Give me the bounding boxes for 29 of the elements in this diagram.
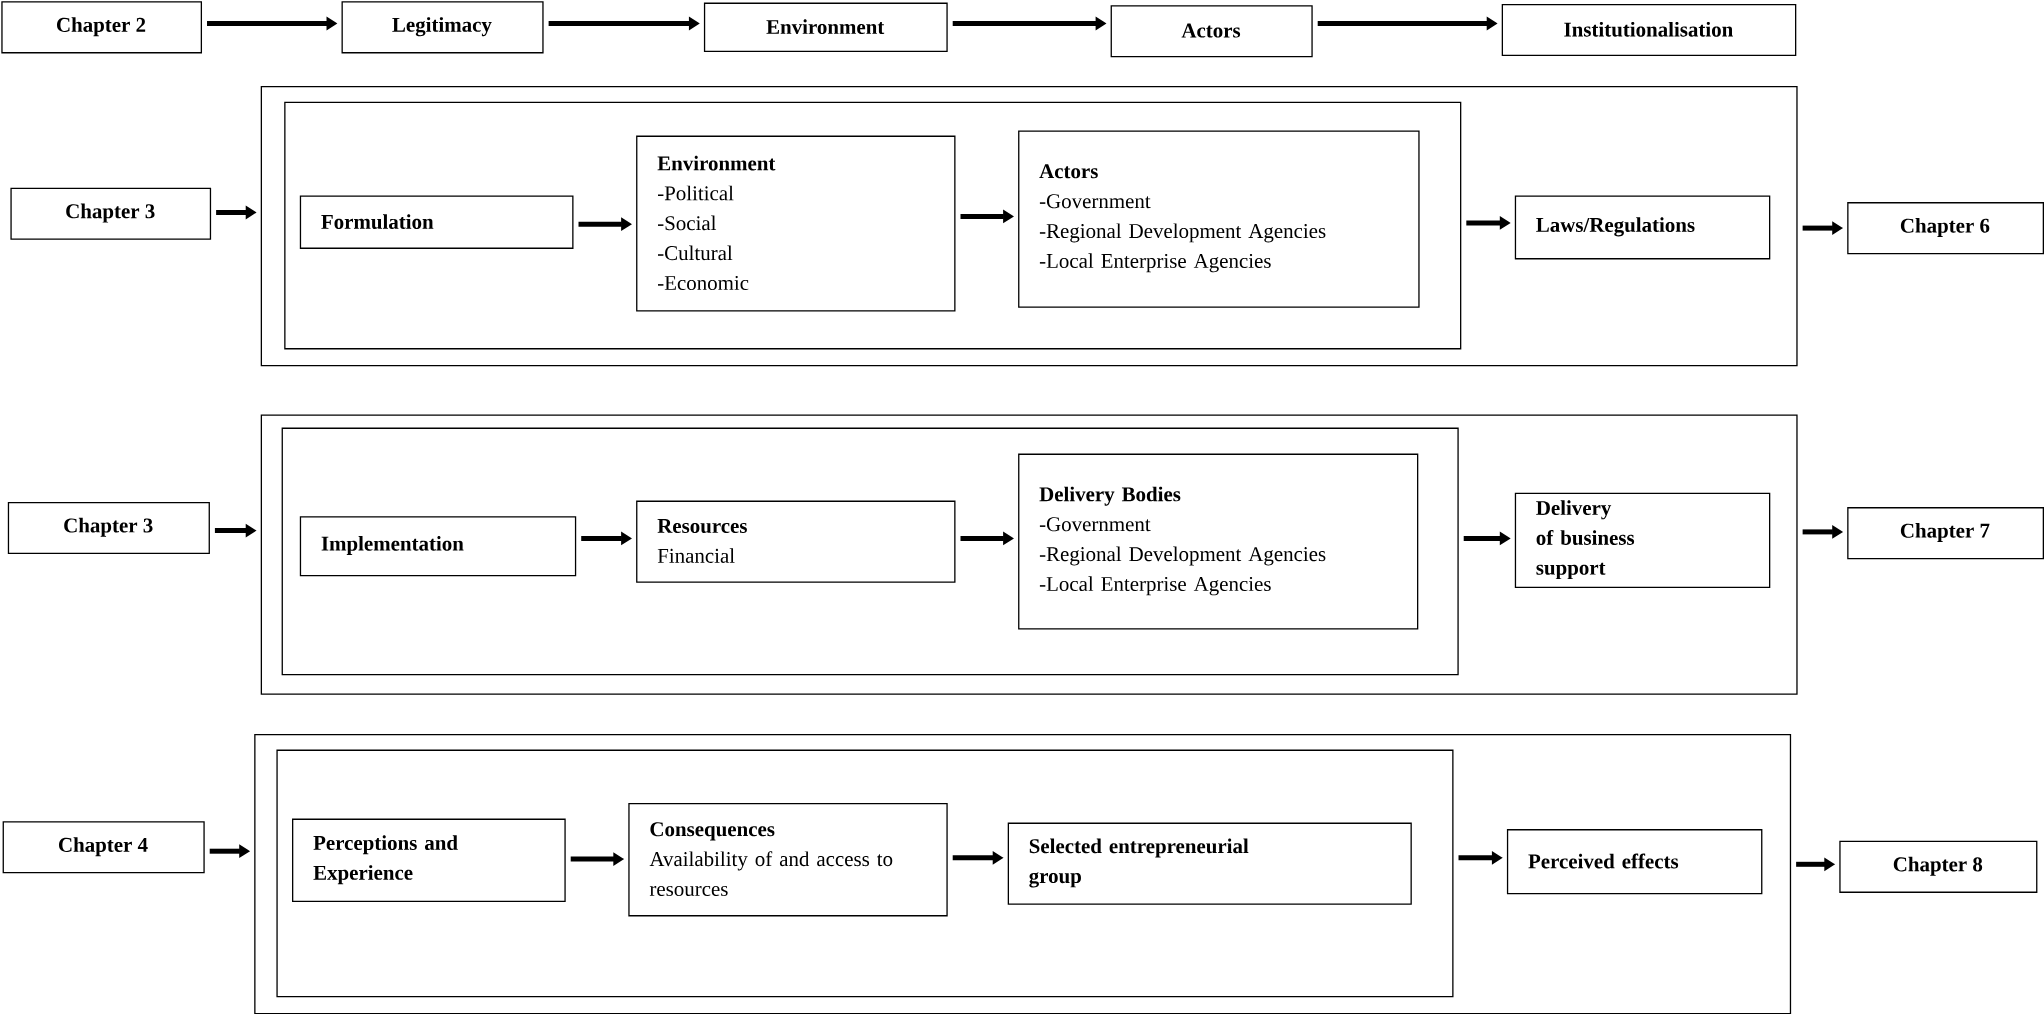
container-box (284, 101, 1462, 350)
container-box (276, 749, 1454, 998)
chapter-box: Chapter 3 (10, 187, 212, 240)
container-box (260, 86, 1798, 367)
process-box: Laws/Regulations (1514, 195, 1771, 260)
process-box: Implementation (299, 516, 577, 577)
container-box (254, 733, 1792, 1014)
process-box: Actors -Government -Regional Development Agencies -Local Enterprise Agencies (1018, 130, 1420, 308)
chapter-box: Chapter 7 (1847, 507, 2044, 560)
chapter-box: Legitimacy (341, 1, 544, 54)
chapter-box: Chapter 8 (1839, 840, 2038, 893)
process-box: Delivery of business support (1514, 492, 1771, 588)
process-box: Formulation (299, 195, 574, 249)
container-box (260, 414, 1798, 695)
process-box: Consequences Availability of and access to resources (628, 803, 948, 917)
process-box: Environment -Political -Social -Cultural -Economic (636, 135, 956, 312)
process-box: Perceived effects (1506, 829, 1763, 895)
process-box: Perceptions and Experience (292, 818, 566, 902)
chapter-box: Chapter 6 (1847, 202, 2044, 255)
chapter-box: Chapter 2 (1, 1, 202, 54)
chapter-box: Actors (1110, 5, 1313, 58)
process-box: Selected entrepreneurial group (1007, 822, 1412, 905)
chapter-box: Institutionalisation (1501, 3, 1797, 56)
container-box (281, 427, 1459, 676)
process-box: Delivery Bodies -Government -Regional Development Agencies -Local Enterprise Agencies (1018, 453, 1419, 630)
chapter-box: Chapter 3 (7, 501, 210, 554)
chapter-box: Environment (703, 2, 948, 53)
process-box: Resources Financial (636, 500, 956, 583)
chapter-box: Chapter 4 (2, 821, 205, 874)
